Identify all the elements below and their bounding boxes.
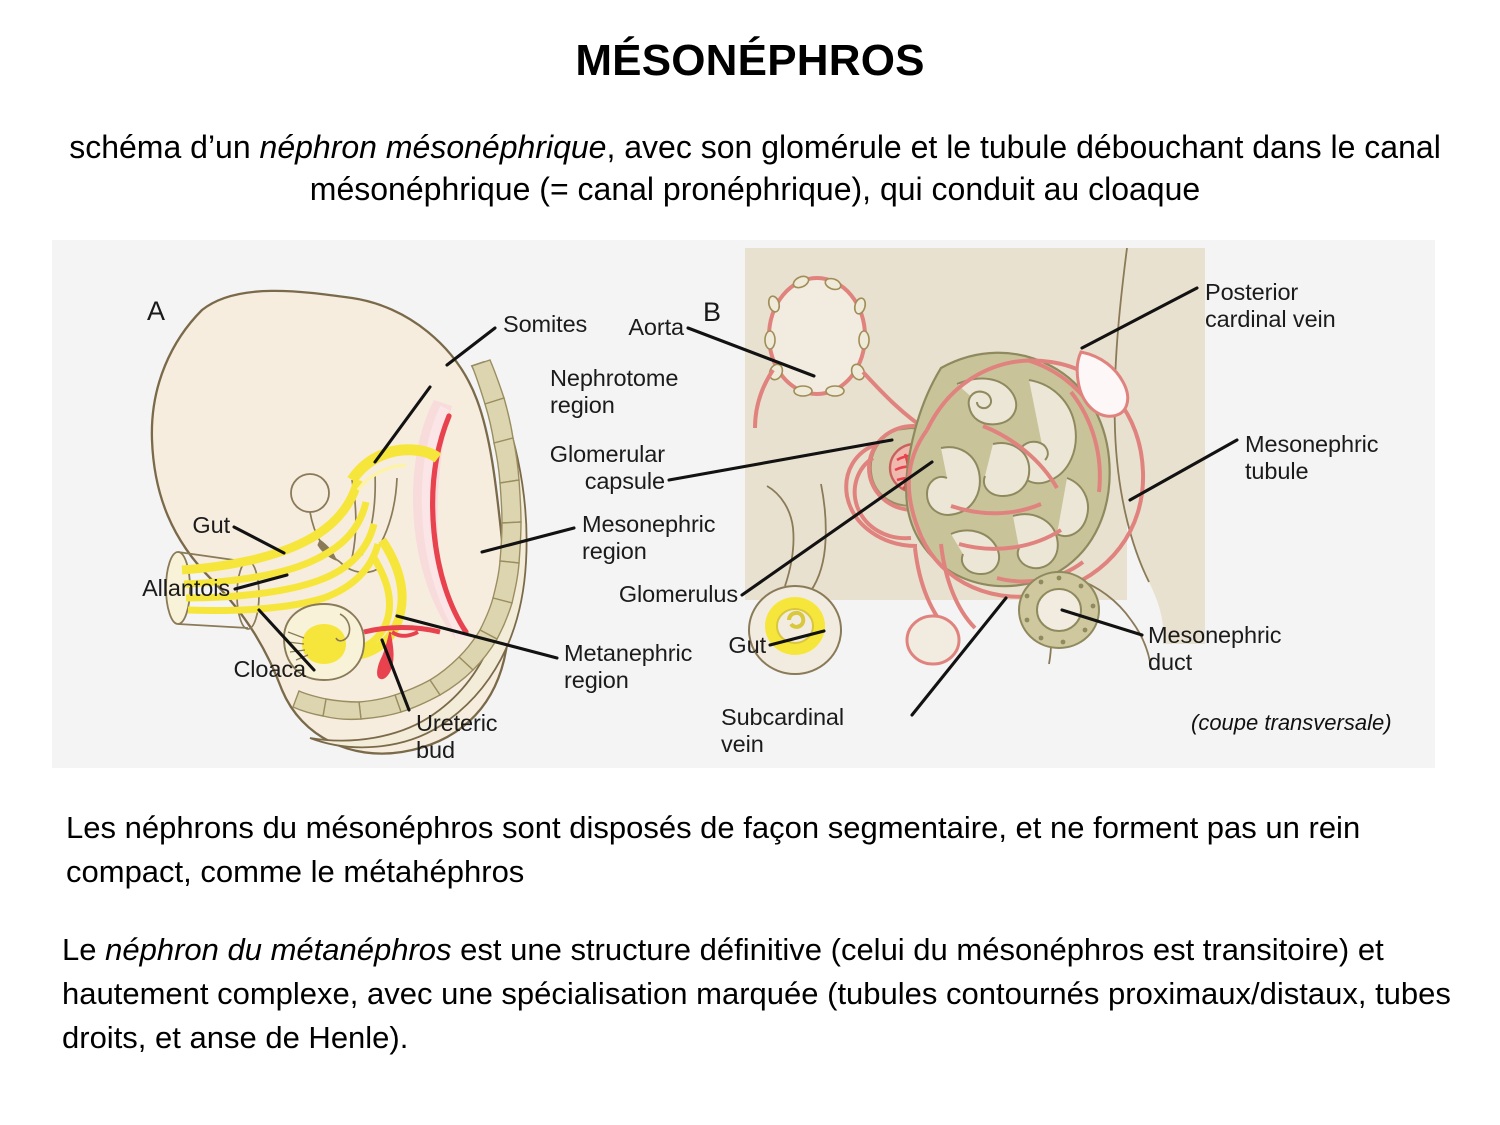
label-posterior-cardinal-vein: Posterior cardinal vein [1205,279,1336,332]
label-nephrotome-region: Nephrotome region [550,365,679,418]
page-title: MÉSONÉPHROS [575,36,925,85]
figure-caption-coupe-transversale: (coupe transversale) [1191,710,1392,735]
paragraph2-part-1: Le [62,932,106,967]
label-glomerulus: Glomerulus [618,581,738,607]
subtitle-part-2: , avec son glomérule et le tubule débouc… [309,129,1441,208]
embryology-figure: A B Somites Nephrotome region Mesonephri… [52,240,1435,768]
subtitle-italic-1: néphron mésonéphrique [259,129,607,165]
label-allantois: Allantois [142,575,230,601]
subtitle-part-1: schéma d’un [69,129,260,165]
label-mesonephric-tubule: Mesonephric tubule [1245,431,1379,484]
panel-b-drawing [748,248,1205,675]
label-ureteric-bud: Ureteric bud [416,710,498,763]
label-mesonephric-duct: Mesonephric duct [1148,622,1282,675]
body-paragraph-2: Le néphron du métanéphros est une struct… [62,928,1457,1060]
slide-subtitle: schéma d’un néphron mésonéphrique, avec … [60,126,1450,210]
label-cloaca: Cloaca [233,656,306,682]
label-metanephric-region: Metanephric region [564,640,693,693]
paragraph2-italic-1: néphron du métanéphros [105,932,452,967]
label-gut-a: Gut [192,512,230,538]
label-aorta: Aorta [628,314,684,340]
label-mesonephric-region: Mesonephric region [582,511,716,564]
label-gut-b: Gut [728,632,766,658]
panel-a-letter: A [147,296,166,326]
body-paragraph-1: Les néphrons du mésonéphros sont disposé… [66,810,1361,890]
label-subcardinal-vein: Subcardinal vein [721,704,845,757]
label-somites: Somites [503,311,588,337]
paragraph2-part-2: est une structure définitive (celui du m… [62,932,1451,1056]
label-glomerular-capsule: Glomerular capsule [549,441,665,494]
panel-b-letter: B [703,297,722,327]
